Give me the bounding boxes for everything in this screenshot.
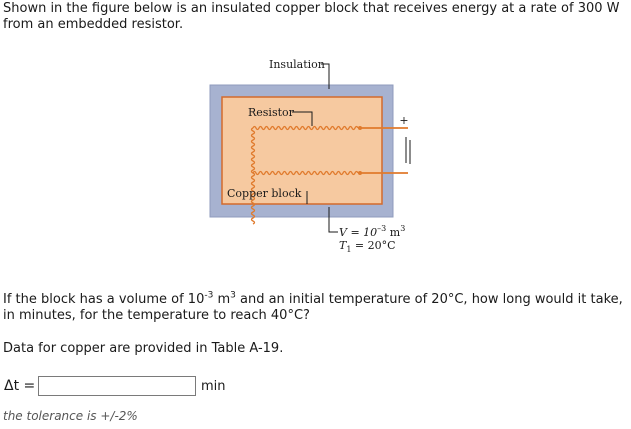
insulation-label: Insulation [269,58,325,71]
answer-row: Δt = min [4,375,226,397]
question-text: If the block has a volume of 10-3 m3 and… [3,290,623,323]
answer-unit-label: min [201,378,226,394]
tolerance-note: the tolerance is +/-2% [3,409,138,423]
copper-block [221,96,383,205]
problem-intro: Shown in the figure below is an insulate… [3,1,620,32]
resistor-label: Resistor [248,106,295,119]
copper-block-figure: + Insulation Resistor Copper block V = 1… [209,58,411,254]
copper-block-label: Copper block [227,187,302,200]
data-reference-note: Data for copper are provided in Table A-… [3,341,284,356]
temperature-annotation: T1 = 20°C [339,239,396,254]
plus-terminal-sign: + [399,114,408,127]
resistor-coil [250,125,359,225]
volume-annotation: V = 10–3 m3 [339,224,405,239]
delta-t-label: Δt = [4,378,36,394]
answer-input[interactable] [38,376,196,396]
